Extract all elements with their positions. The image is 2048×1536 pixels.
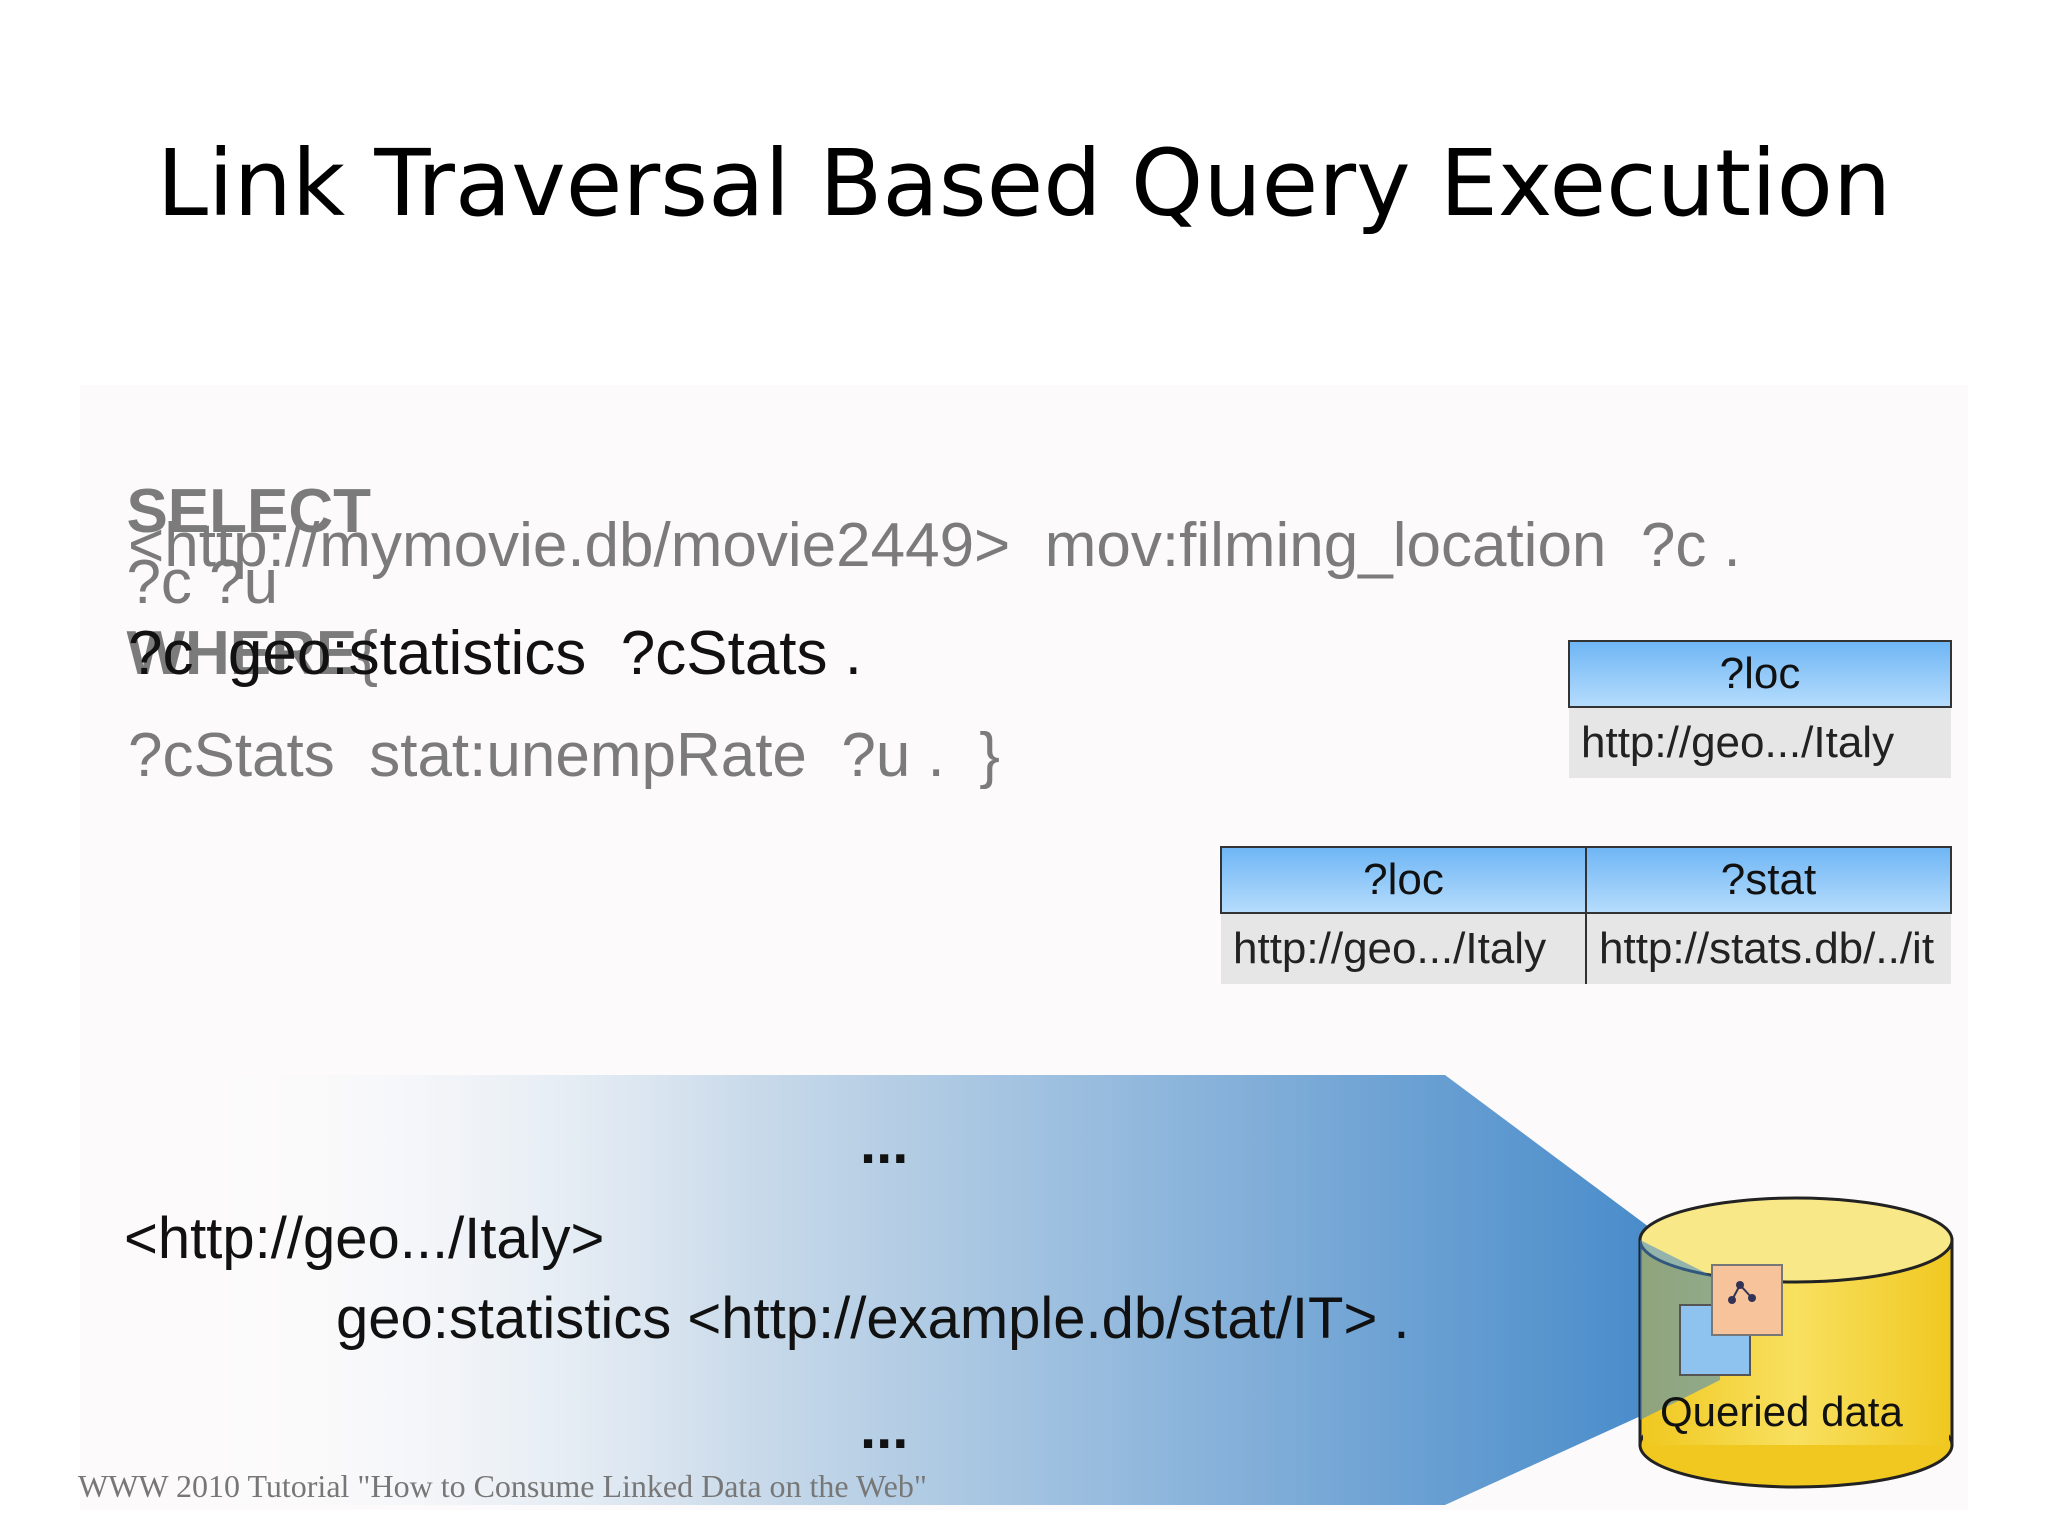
rdf-dots-top: ... — [860, 1111, 909, 1176]
table2-header-stat: ?stat — [1585, 846, 1952, 914]
document-icon — [1679, 1264, 1783, 1376]
where-keyword: WHERE — [126, 619, 358, 688]
select-keyword: SELECT — [126, 477, 372, 546]
rdf-triple: geo:statistics <http://example.db/stat/I… — [336, 1286, 1410, 1351]
source-footer: WWW 2010 Tutorial "How to Consume Linked… — [78, 1468, 927, 1504]
slide-title: Link Traversal Based Query Execution — [156, 130, 1892, 237]
rdf-subject: <http://geo.../Italy> — [124, 1206, 605, 1271]
query-line-2: <http://mymovie.db/movie2449> mov:filmin… — [128, 511, 1741, 580]
table2-header-loc: ?loc — [1220, 846, 1587, 914]
table1-cell: http://geo.../Italy — [1569, 707, 1951, 778]
result-table-2: ?loc ?stat http://geo.../Italy http://st… — [1220, 846, 1952, 984]
open-brace: { — [357, 619, 378, 688]
table2-cell-loc: http://geo.../Italy — [1221, 913, 1586, 984]
query-line-3: ?c geo:statistics ?cStats . — [128, 619, 862, 688]
rdf-dots-bottom: ... — [860, 1396, 909, 1461]
data-band — [230, 1075, 1720, 1505]
query-line-4: ?cStats stat:unempRate ?u . } — [128, 721, 1000, 790]
cylinder-icon — [1638, 1196, 1954, 1489]
result-table-1: ?loc http://geo.../Italy — [1568, 640, 1952, 778]
select-vars: ?c ?u — [126, 548, 279, 617]
query-line-1: SELECT ?c ?u WHERE{ — [92, 405, 378, 689]
queried-data-label: Queried data — [1660, 1388, 1903, 1435]
table1-header-loc: ?loc — [1568, 640, 1952, 708]
table2-cell-stat: http://stats.db/../it — [1585, 913, 1951, 984]
